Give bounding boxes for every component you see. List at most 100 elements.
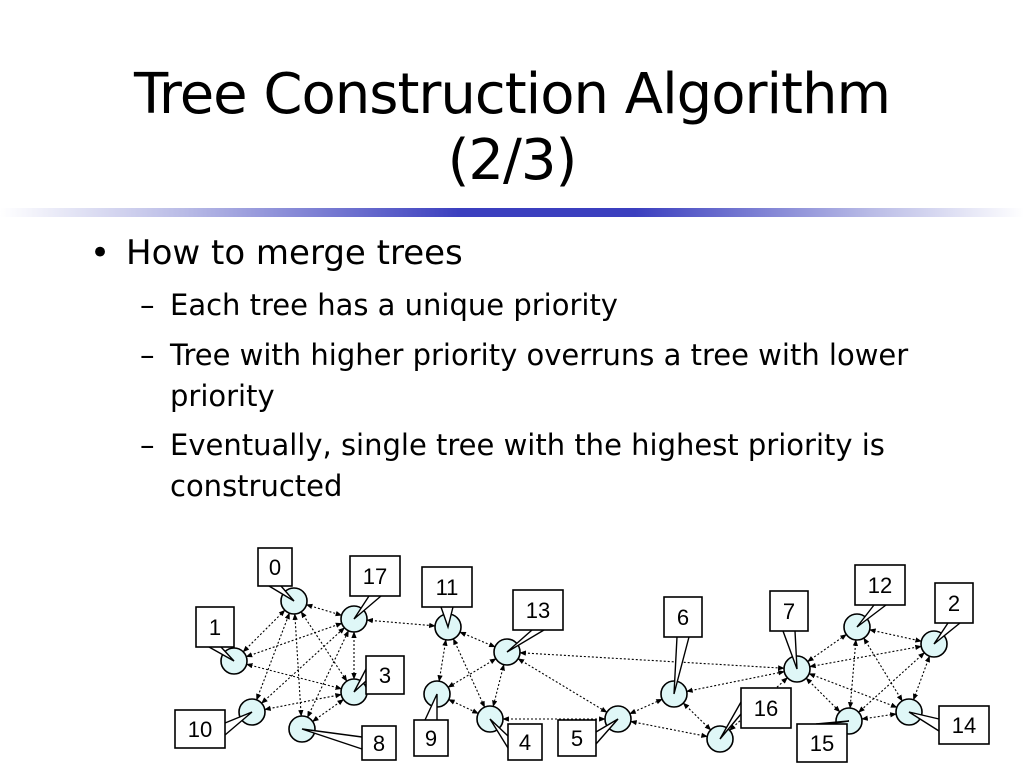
callout-10: 10 bbox=[174, 709, 253, 749]
callout-tail bbox=[595, 718, 619, 745]
edge-1-17 bbox=[245, 622, 343, 658]
callout-box bbox=[938, 705, 990, 745]
callout-box bbox=[507, 723, 543, 761]
callout-tail bbox=[424, 693, 438, 721]
edge-12-15 bbox=[847, 639, 859, 709]
callout-label: 16 bbox=[754, 696, 778, 721]
callout-label: 8 bbox=[373, 731, 385, 756]
callout-tail bbox=[719, 701, 742, 740]
callout-box bbox=[934, 582, 974, 624]
callout-tail bbox=[353, 595, 382, 620]
callout-box bbox=[361, 725, 397, 761]
callout-label: 17 bbox=[363, 564, 387, 589]
edge-group bbox=[242, 603, 931, 738]
callout-6: 6 bbox=[663, 596, 703, 695]
edge-13-7 bbox=[519, 650, 785, 671]
sub-bullet-text: Eventually, single tree with the highest… bbox=[170, 428, 885, 503]
callout-label: 7 bbox=[783, 599, 795, 624]
edge-0-3 bbox=[300, 611, 348, 682]
edge-10-0 bbox=[256, 612, 290, 701]
title-line-1: Tree Construction Algorithm bbox=[133, 62, 891, 127]
callout-tail bbox=[933, 622, 961, 645]
dash-glyph: – bbox=[140, 288, 155, 322]
edge-11-13 bbox=[459, 631, 496, 648]
edge-13-9 bbox=[447, 658, 497, 688]
edge-12-14 bbox=[863, 637, 903, 702]
edge-9-4 bbox=[448, 699, 479, 714]
bullet-glyph: • bbox=[90, 233, 111, 273]
edge-8-3 bbox=[312, 699, 344, 722]
callout-box bbox=[796, 723, 848, 763]
callout-box bbox=[557, 719, 597, 757]
edge-7-15 bbox=[805, 677, 841, 713]
callout-tail bbox=[489, 718, 509, 749]
edge-13-5 bbox=[517, 658, 608, 713]
callout-label: 6 bbox=[677, 605, 689, 630]
callout-tail bbox=[440, 606, 454, 630]
callout-label: 14 bbox=[952, 713, 976, 738]
callout-11: 11 bbox=[421, 566, 473, 630]
callout-label: 9 bbox=[425, 726, 437, 751]
callout-label: 11 bbox=[436, 575, 459, 600]
callout-box bbox=[365, 655, 405, 695]
edge-8-17 bbox=[307, 630, 349, 718]
callout-box bbox=[512, 589, 564, 631]
callout-12: 12 bbox=[854, 564, 906, 628]
edge-7-12 bbox=[807, 634, 847, 662]
callout-17: 17 bbox=[349, 555, 401, 620]
edge-10-3 bbox=[264, 693, 342, 711]
callout-label: 0 bbox=[269, 555, 281, 580]
sub-bullet-text: Each tree has a unique priority bbox=[170, 288, 618, 322]
callout-box bbox=[195, 606, 235, 648]
edge-2-15 bbox=[858, 652, 925, 713]
edge-15-14 bbox=[861, 712, 897, 721]
dash-glyph: – bbox=[140, 428, 155, 462]
callout-label: 1 bbox=[209, 615, 221, 640]
edge-5-16 bbox=[630, 720, 708, 738]
edge-17-11 bbox=[366, 617, 436, 629]
sub-bullet-text: Tree with higher priority overruns a tre… bbox=[170, 338, 909, 413]
callout-box bbox=[854, 564, 906, 606]
callout-box bbox=[257, 547, 293, 587]
edge-11-9 bbox=[437, 639, 448, 682]
edge-13-4 bbox=[492, 663, 505, 708]
callout-13: 13 bbox=[506, 589, 564, 653]
callout-7: 7 bbox=[769, 590, 809, 670]
edge-16-7 bbox=[729, 677, 788, 731]
callout-tail bbox=[782, 630, 798, 670]
callout-box bbox=[174, 709, 226, 749]
bullet-text: How to merge trees bbox=[126, 233, 463, 273]
callout-15: 15 bbox=[796, 720, 850, 763]
dash-glyph: – bbox=[140, 338, 155, 372]
callout-tail bbox=[506, 629, 545, 653]
edge-5-6 bbox=[629, 698, 663, 715]
edge-7-2 bbox=[809, 644, 922, 669]
callout-label: 3 bbox=[379, 663, 391, 688]
callout-tail bbox=[908, 711, 940, 732]
callout-tail bbox=[673, 636, 690, 695]
callout-label: 4 bbox=[519, 730, 531, 755]
callout-box bbox=[413, 719, 449, 757]
callout-14: 14 bbox=[908, 705, 990, 745]
title-divider bbox=[0, 208, 1024, 217]
edge-6-16 bbox=[682, 702, 712, 731]
callout-5: 5 bbox=[557, 718, 619, 757]
title-line-2: (2/3) bbox=[447, 128, 578, 193]
callout-label: 13 bbox=[526, 598, 550, 623]
callout-tail bbox=[208, 646, 235, 662]
edge-11-4 bbox=[452, 638, 486, 708]
callout-tail bbox=[224, 711, 253, 736]
callout-box bbox=[663, 596, 703, 638]
callout-box bbox=[769, 590, 809, 632]
callout-1: 1 bbox=[195, 606, 235, 662]
callout-8: 8 bbox=[301, 725, 397, 761]
callout-tail bbox=[856, 604, 887, 628]
edge-0-17 bbox=[305, 603, 343, 617]
edge-8-0 bbox=[292, 613, 304, 717]
edge-12-2 bbox=[869, 628, 922, 643]
callout-box bbox=[349, 555, 401, 597]
callout-2: 2 bbox=[933, 582, 974, 645]
callout-3: 3 bbox=[353, 655, 405, 695]
